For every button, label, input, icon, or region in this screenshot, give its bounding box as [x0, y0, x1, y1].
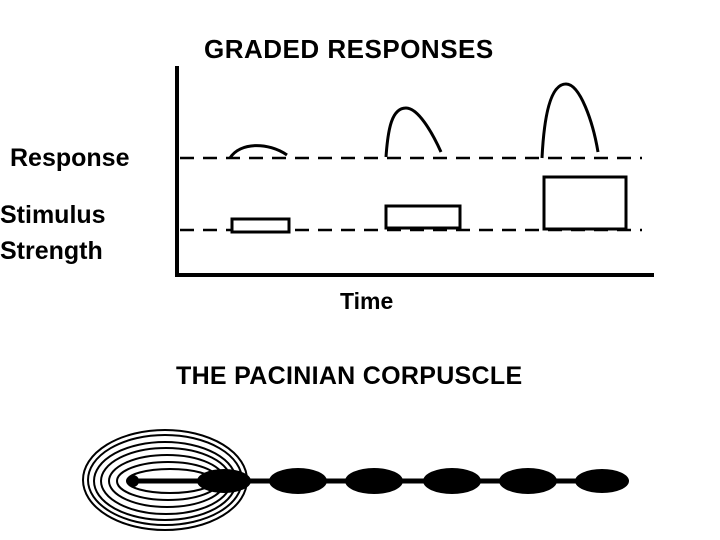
response-curve-medium: [386, 108, 441, 157]
nerve-ending-tip: [127, 475, 139, 487]
stimulus-box-small: [232, 219, 289, 232]
stimulus-box-large: [544, 177, 626, 229]
stimulus-box-medium: [386, 206, 460, 228]
response-curve-small: [230, 146, 287, 158]
response-curve-large: [542, 84, 598, 158]
